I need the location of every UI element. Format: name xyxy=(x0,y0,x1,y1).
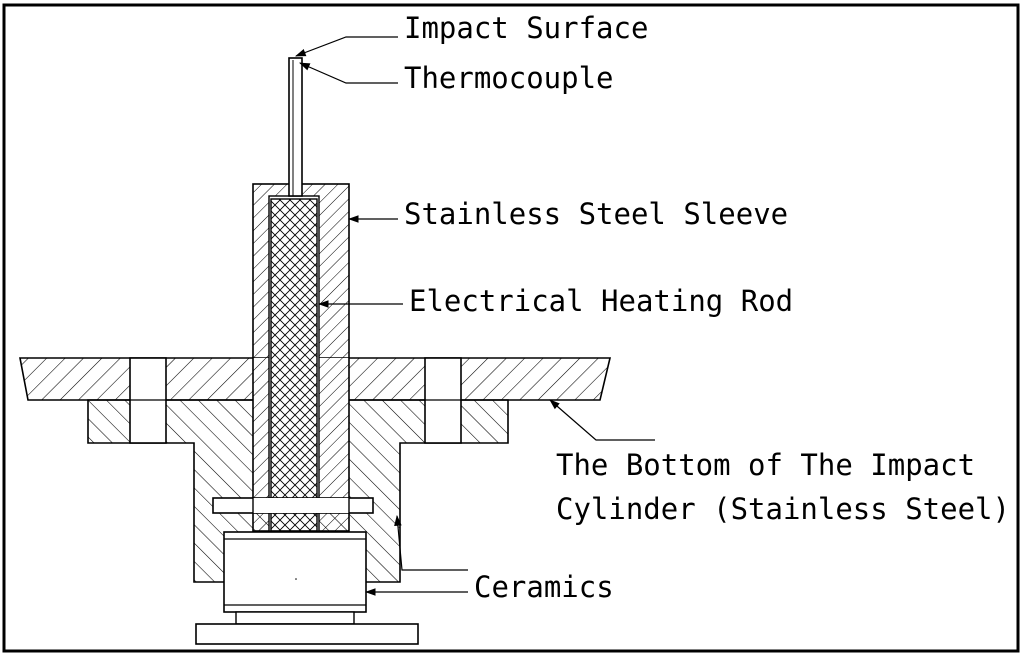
leader-impact-surface xyxy=(294,36,398,57)
base-plate xyxy=(195,623,419,645)
label-impact-surface: Impact Surface xyxy=(404,11,648,45)
leader-bottom xyxy=(549,399,655,441)
label-stainless-steel-sleeve: Stainless Steel Sleeve xyxy=(404,197,788,231)
leader-ceramics xyxy=(394,514,468,571)
electrical-heating-rod xyxy=(270,198,318,532)
label-electrical-heating-rod: Electrical Heating Rod xyxy=(409,284,793,318)
leader-lines xyxy=(294,36,655,596)
retaining-plate xyxy=(212,497,374,514)
ceramics-block xyxy=(223,531,367,625)
frame-border xyxy=(2,3,1020,653)
thermocouple-rod xyxy=(288,57,303,197)
label-bottom-line2: Cylinder (Stainless Steel) xyxy=(556,492,1010,526)
label-thermocouple: Thermocouple xyxy=(404,61,614,95)
label-bottom-line1: The Bottom of The Impact xyxy=(556,448,975,482)
leader-thermocouple xyxy=(299,62,398,84)
label-ceramics: Ceramics xyxy=(474,570,614,604)
